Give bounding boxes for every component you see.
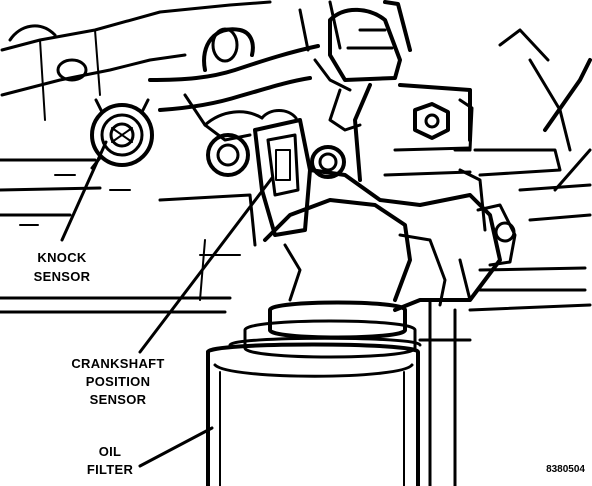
crankshaft-sensor-label-line2: POSITION [86, 374, 151, 389]
crankshaft-sensor-label-line1: CRANKSHAFT [71, 356, 164, 371]
oil-filter-part [206, 300, 422, 486]
upper-bracket [328, 0, 487, 232]
oil-filter-label-line1: OIL [99, 444, 122, 459]
oil-filter-callout: OIL FILTER [87, 444, 134, 477]
crankshaft-sensor-leader [138, 176, 274, 354]
leader-lines [60, 140, 274, 468]
oil-filter-label-line2: FILTER [87, 462, 134, 477]
knock-sensor-callout: KNOCK SENSOR [34, 250, 91, 284]
knock-sensor-label-line1: KNOCK [37, 250, 86, 265]
wire-harness [148, 0, 342, 142]
crankshaft-sensor-label-line3: SENSOR [90, 392, 147, 407]
oil-filter-adapter [263, 58, 517, 317]
crankshaft-sensor-callout: CRANKSHAFT POSITION SENSOR [71, 356, 164, 407]
knock-sensor-leader [60, 140, 108, 242]
knock-sensor-part [90, 98, 154, 170]
figure-id: 8380504 [546, 464, 585, 475]
knock-sensor-label-line2: SENSOR [34, 269, 91, 284]
oil-filter-leader [138, 426, 214, 468]
